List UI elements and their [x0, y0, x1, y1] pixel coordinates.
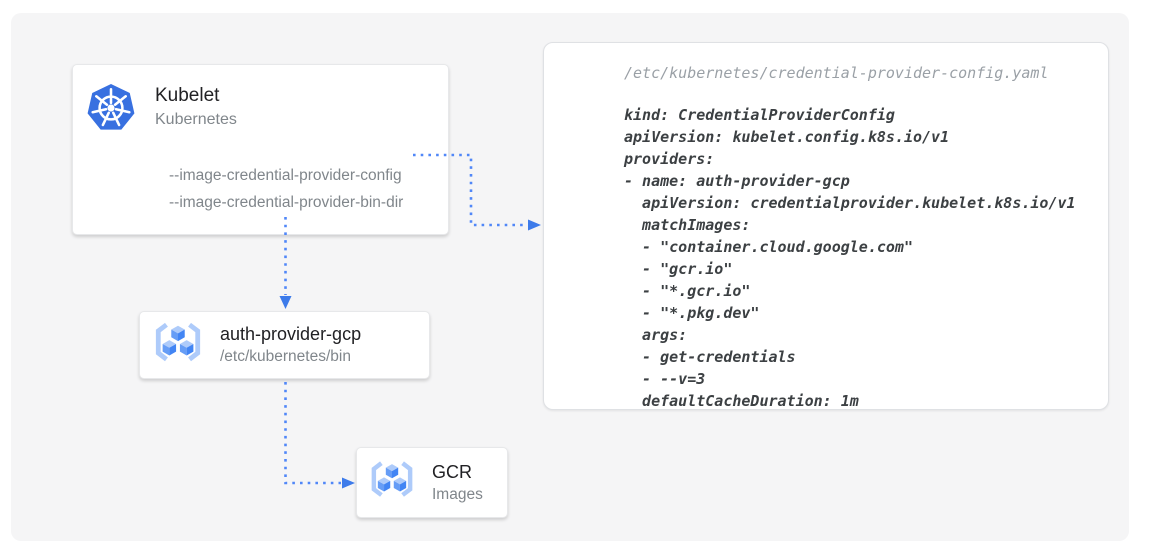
container-registry-cubes-icon [153, 320, 203, 371]
code-line: - "container.cloud.google.com" [624, 238, 913, 256]
code-line: kind: CredentialProviderConfig [624, 106, 895, 124]
flag-image-credential-provider-config: --image-credential-provider-config [169, 167, 402, 184]
code-line: - "*.pkg.dev" [624, 304, 760, 322]
gcr-subtitle: Images [432, 485, 483, 503]
code-line: - "gcr.io" [624, 260, 733, 278]
code-line: - "*.gcr.io" [624, 282, 751, 300]
config-file-path: /etc/kubernetes/credential-provider-conf… [624, 64, 1049, 82]
code-line: - get-credentials [624, 348, 796, 366]
auth-provider-gcp-subtitle: /etc/kubernetes/bin [220, 348, 351, 365]
kubernetes-helm-icon [87, 84, 135, 137]
code-line: - name: auth-provider-gcp [624, 172, 850, 190]
container-registry-cubes-icon [369, 459, 415, 506]
kubelet-title: Kubelet [155, 85, 220, 106]
gcr-title: GCR [432, 461, 472, 482]
kubelet-flags: --image-credential-provider-config --ima… [169, 162, 448, 216]
code-line: args: [624, 326, 688, 344]
auth-provider-gcp-title: auth-provider-gcp [220, 324, 362, 344]
code-line: defaultCacheDuration: 1m [624, 392, 859, 410]
code-line: providers: [624, 150, 715, 168]
kubelet-subtitle: Kubernetes [155, 111, 237, 128]
auth-provider-gcp-node: auth-provider-gcp /etc/kubernetes/bin [139, 311, 430, 379]
code-line: - --v=3 [624, 370, 706, 388]
credential-provider-config-panel: /etc/kubernetes/credential-provider-conf… [543, 42, 1109, 410]
flag-image-credential-provider-bin-dir: --image-credential-provider-bin-dir [169, 194, 404, 211]
code-line: apiVersion: kubelet.config.k8s.io/v1 [624, 128, 950, 146]
code-line: apiVersion: credentialprovider.kubelet.k… [624, 194, 1076, 212]
code-line: matchImages: [624, 216, 751, 234]
gcr-node: GCR Images [356, 447, 508, 518]
kubelet-node: Kubelet Kubernetes --image-credential-pr… [72, 64, 449, 235]
